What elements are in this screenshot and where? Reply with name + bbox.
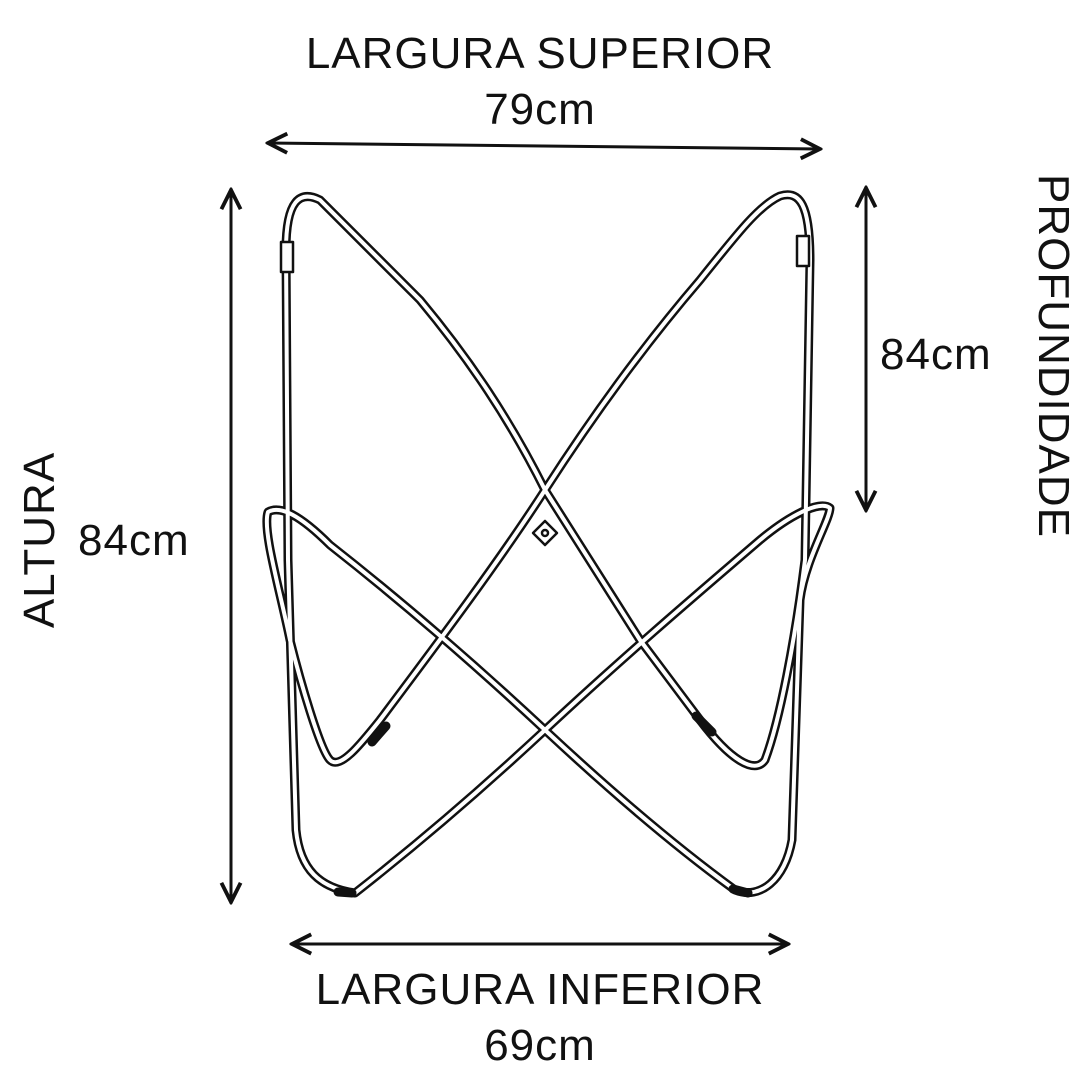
top-width-label: LARGURA SUPERIOR [305, 29, 775, 78]
chair-frame-drawing [262, 190, 835, 898]
depth-value: 84cm [880, 330, 992, 379]
height-label: ALTURA [15, 451, 64, 629]
top-width-arrow [268, 143, 820, 149]
joint-top-left [279, 240, 295, 274]
bottom-width-label: LARGURA INFERIOR [315, 965, 765, 1014]
joint-top-right [795, 234, 811, 268]
frame-back-loop [262, 190, 835, 898]
top-width-value: 79cm [484, 85, 596, 134]
bottom-width-value: 69cm [484, 1021, 596, 1070]
height-value: 84cm [78, 516, 190, 565]
depth-label: PROFUNDIDADE [1029, 173, 1078, 539]
